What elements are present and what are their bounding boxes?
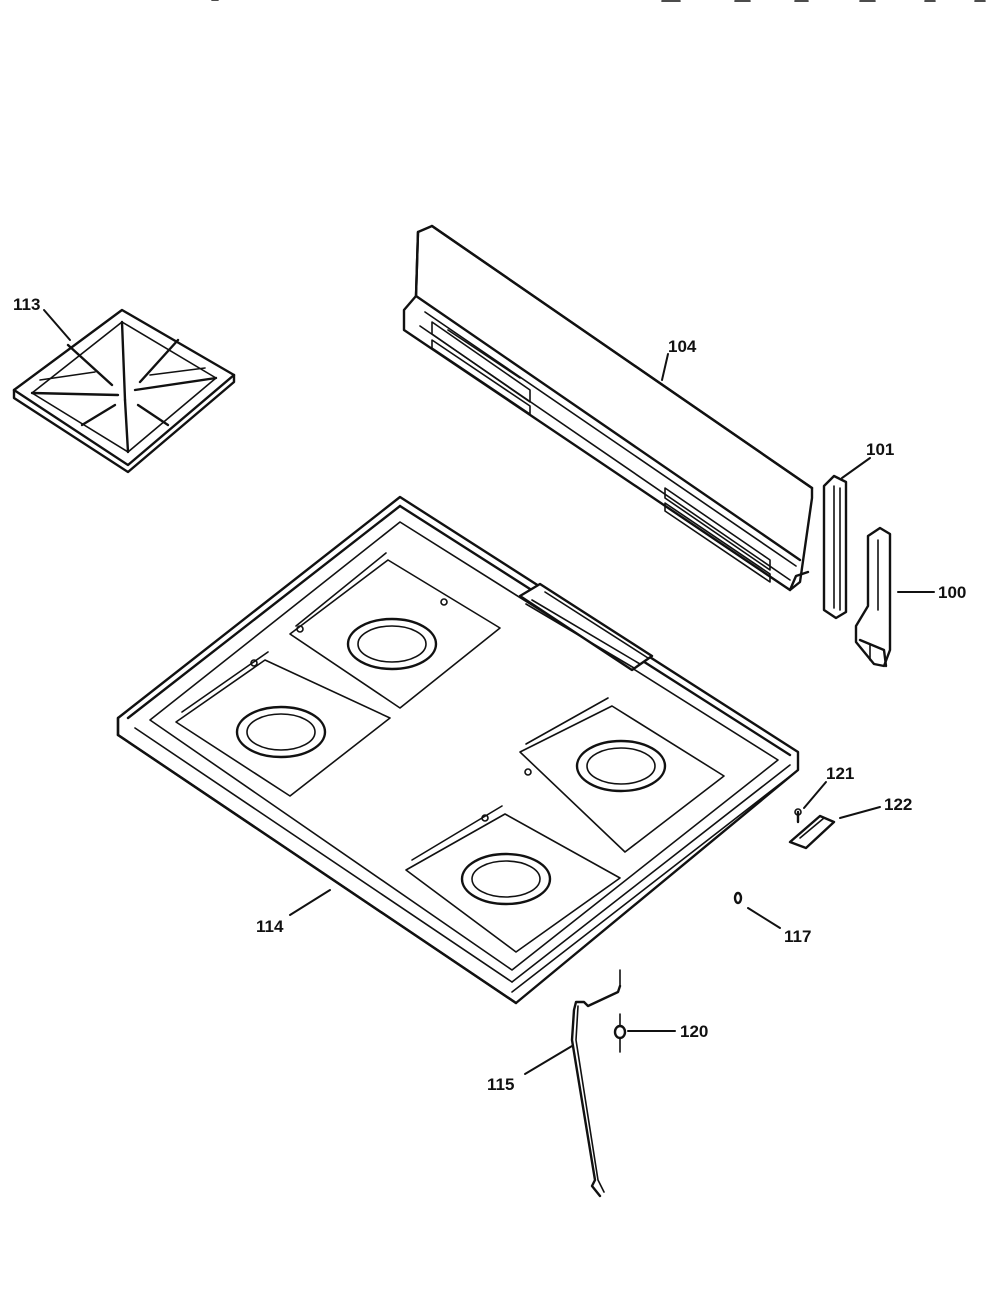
callout-101: 101 <box>866 440 894 459</box>
cooktop-main-top <box>116 495 800 1005</box>
support-rod <box>570 969 622 1198</box>
callout-113: 113 <box>13 295 40 314</box>
callout-104: 104 <box>668 337 697 356</box>
callout-117: 117 <box>784 927 811 946</box>
callout-100: 100 <box>938 583 966 602</box>
nut <box>613 1013 627 1053</box>
callout-121: 121 <box>826 764 854 783</box>
clip <box>733 891 743 905</box>
callout-115: 115 <box>487 1075 514 1094</box>
backguard-panel <box>402 224 814 592</box>
backguard-end-cap <box>822 474 848 620</box>
callout-120: 120 <box>680 1022 708 1041</box>
leader-lines <box>43 309 935 1075</box>
side-trim <box>854 526 892 668</box>
top-edge-marks <box>211 0 986 2</box>
igniter-part <box>788 814 836 850</box>
burner-grate <box>12 308 236 474</box>
callout-122: 122 <box>884 795 912 814</box>
screw <box>794 808 802 824</box>
callout-114: 114 <box>256 917 284 936</box>
